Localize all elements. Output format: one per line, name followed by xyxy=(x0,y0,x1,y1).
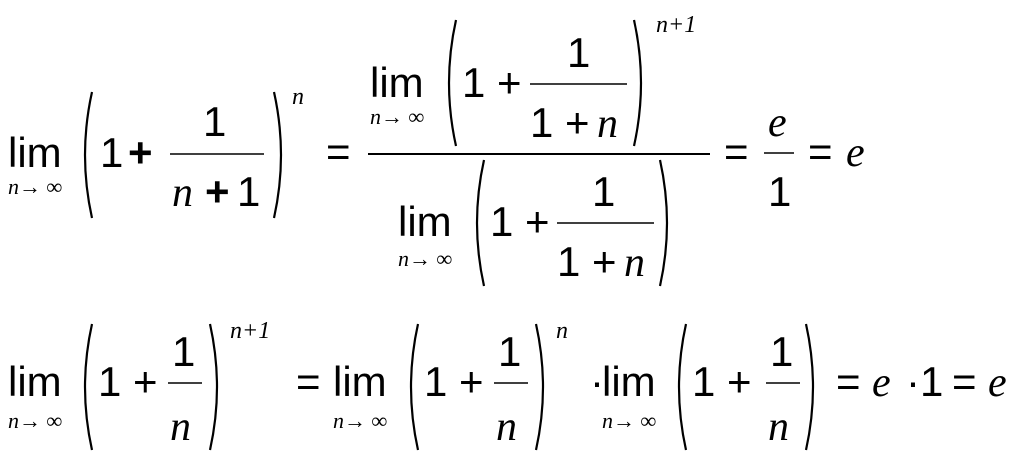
lim-label: lim xyxy=(8,358,62,405)
lim-subscript: n→ ∞ xyxy=(602,408,657,433)
lim-subscript: n→ ∞ xyxy=(8,408,63,433)
eq2-lhs-limit: lim n→ ∞ 1 + 1 n n+1 xyxy=(8,318,270,451)
fraction-numerator: 1 xyxy=(498,328,521,375)
right-paren xyxy=(534,323,545,451)
fraction-numerator: 1 xyxy=(770,328,793,375)
one-plus: 1 + xyxy=(692,358,752,405)
one-plus: 1 + xyxy=(557,238,617,285)
right-paren xyxy=(804,323,815,451)
lim-label: lim xyxy=(333,358,387,405)
eq1-big-fraction: lim n→ ∞ 1 + 1 1 + n n+1 lim n→ ∞ 1 + 1 … xyxy=(368,12,710,287)
one-plus: 1 + xyxy=(98,358,158,405)
eq2-middle-limit-1: lim n→ ∞ 1 + 1 n n xyxy=(333,318,568,451)
eq2-middle-limit-2: lim n→ ∞ 1 + 1 n xyxy=(602,323,815,451)
one: 1 xyxy=(768,168,791,215)
left-paren xyxy=(475,159,486,287)
lim-label: lim xyxy=(398,198,452,245)
lim-subscript: n→ ∞ xyxy=(398,246,453,271)
right-paren xyxy=(208,323,219,451)
fraction-numerator: 1 xyxy=(172,328,195,375)
n-variable: n xyxy=(172,170,193,216)
e-constant: e xyxy=(988,360,1007,406)
exponent-n-plus-1: n+1 xyxy=(230,318,270,344)
plus-sign: + xyxy=(128,129,153,176)
fraction-numerator: 1 xyxy=(203,98,226,145)
lim-label: lim xyxy=(602,358,656,405)
eq1-lhs-limit: lim n→ ∞ 1 + 1 n + 1 n xyxy=(8,84,304,219)
lim-label: lim xyxy=(370,59,424,106)
e-constant: e xyxy=(846,130,865,176)
e-constant: e xyxy=(872,360,891,406)
left-paren xyxy=(83,323,94,451)
plus-sign: + xyxy=(205,168,230,215)
n-variable: n xyxy=(170,404,191,450)
equals-sign: = xyxy=(836,358,861,405)
lim-subscript: n→ ∞ xyxy=(333,408,388,433)
n-variable: n xyxy=(624,240,645,286)
right-paren xyxy=(658,159,669,287)
lim-subscript: n→ ∞ xyxy=(370,104,425,129)
one: 1 xyxy=(237,168,260,215)
left-paren xyxy=(677,323,688,451)
exponent-n-plus-1: n+1 xyxy=(656,12,696,38)
one-plus: 1 + xyxy=(490,198,550,245)
equals-sign: = xyxy=(326,128,351,175)
equation-1: lim n→ ∞ 1 + 1 n + 1 n = lim n→ ∞ 1 + 1 … xyxy=(8,12,865,287)
n-variable: n xyxy=(768,404,789,450)
n-variable: n xyxy=(597,101,618,147)
e-constant: e xyxy=(768,100,787,146)
lim-subscript: n→ ∞ xyxy=(8,174,63,199)
equation-2: lim n→ ∞ 1 + 1 n n+1 = lim n→ ∞ 1 + 1 n … xyxy=(8,318,1007,451)
multiply-dot: · xyxy=(906,358,920,405)
left-paren xyxy=(83,91,94,219)
equals-sign: = xyxy=(296,358,321,405)
one-plus: 1 + xyxy=(530,99,590,146)
n-variable: n xyxy=(496,404,517,450)
left-paren xyxy=(447,19,458,147)
equals-sign: = xyxy=(808,128,833,175)
left-paren xyxy=(409,323,420,451)
equals-sign: = xyxy=(724,128,749,175)
exponent-n: n xyxy=(556,318,568,344)
one: 1 xyxy=(920,358,943,405)
exponent-n: n xyxy=(292,84,304,110)
one: 1 xyxy=(100,129,123,176)
lim-label: lim xyxy=(8,129,62,176)
right-paren xyxy=(632,19,643,147)
one-plus: 1 + xyxy=(462,59,522,106)
right-paren xyxy=(272,91,283,219)
multiply-dot: · xyxy=(590,358,604,405)
fraction-numerator: 1 xyxy=(567,29,590,76)
one-plus: 1 + xyxy=(424,358,484,405)
equals-sign: = xyxy=(952,358,977,405)
fraction-numerator: 1 xyxy=(592,168,615,215)
